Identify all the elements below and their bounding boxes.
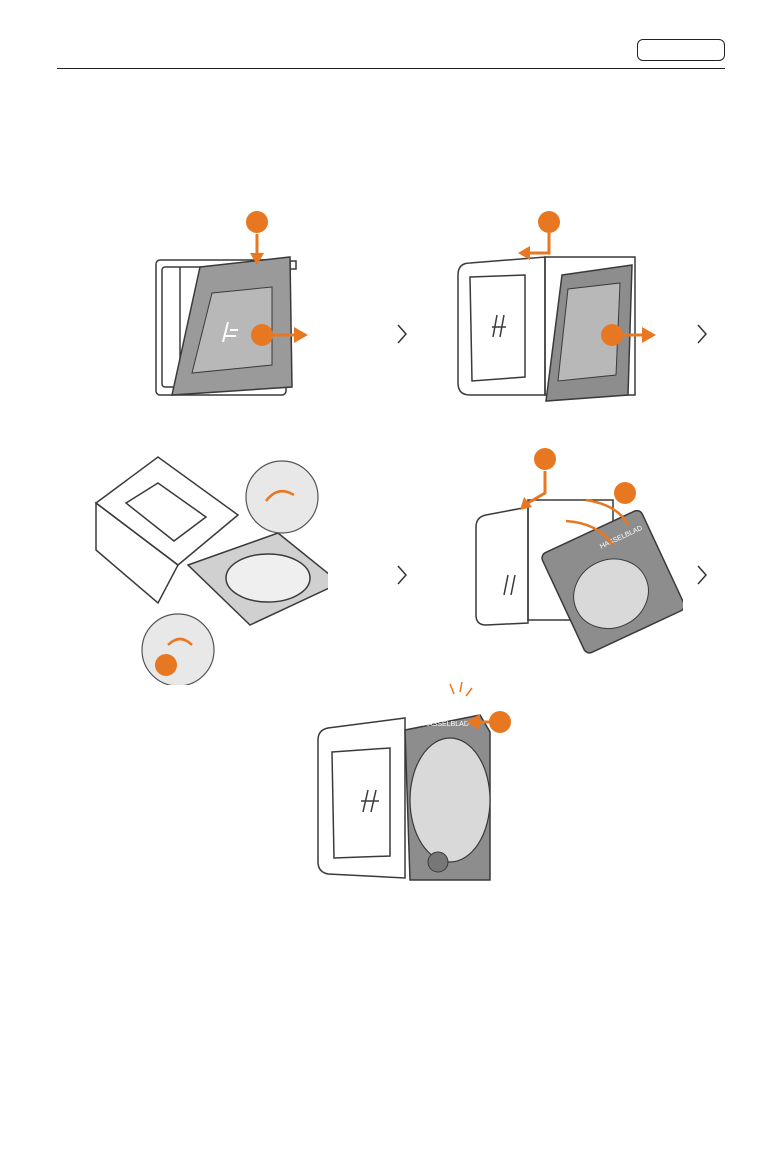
illustration-step-3 [88,455,328,685]
illustration-step-4: HASSELBLAD [468,445,683,660]
illustration-step-1 [140,205,340,405]
header-rule [57,68,725,69]
chevron-right-icon [396,323,408,345]
illustration-step-5: HASSELBLAD [310,680,520,885]
chevron-right-icon [396,564,408,586]
chevron-right-icon [696,323,708,345]
chevron-right-icon [696,564,708,586]
cover-plate [172,257,292,395]
digital-back [188,533,328,625]
illustration-step-2 [450,205,680,405]
digital-back: HASSELBLAD [405,715,490,880]
svg-text:HASSELBLAD: HASSELBLAD [423,721,469,728]
header-badge [637,39,725,61]
digital-back: HASSELBLAD [540,509,683,655]
